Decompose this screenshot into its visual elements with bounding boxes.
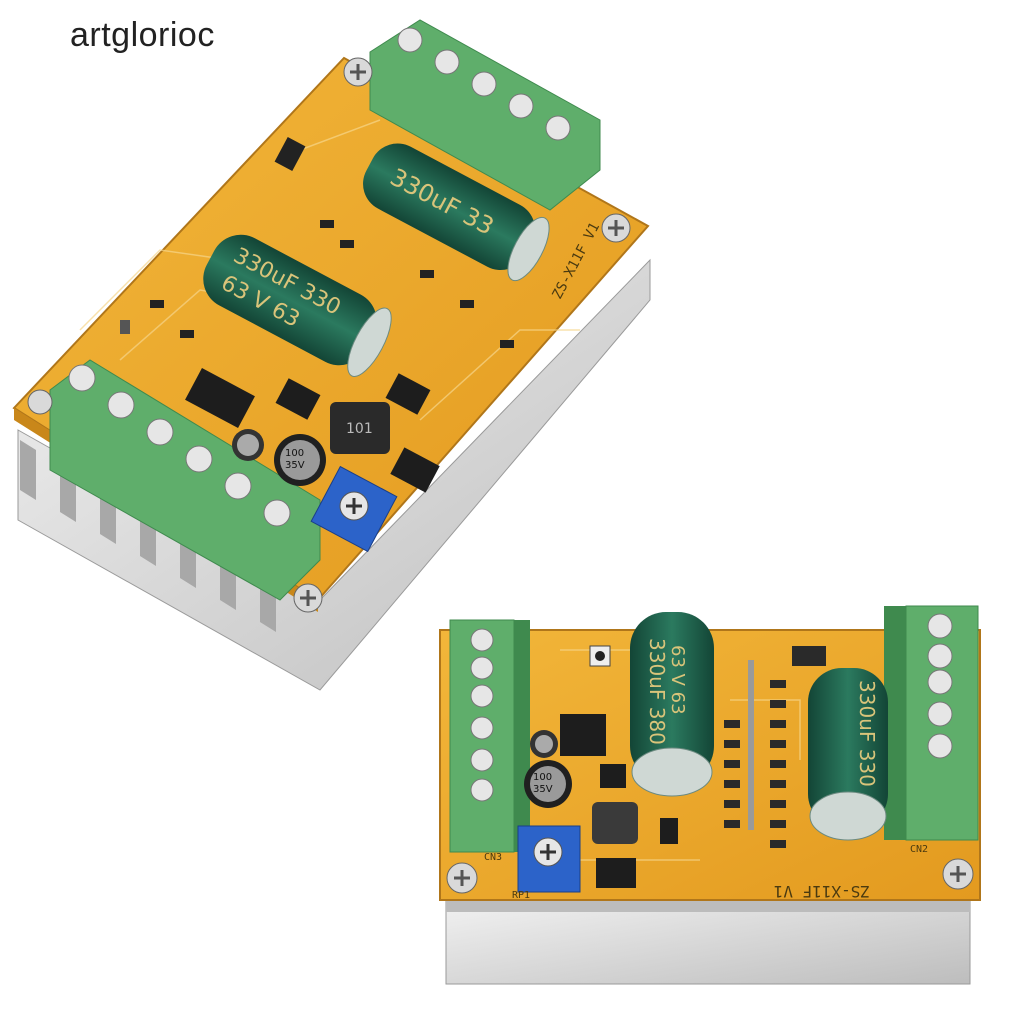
bottom-capacitor-2: 330uF 330 bbox=[808, 668, 888, 841]
svg-text:35V: 35V bbox=[285, 460, 305, 471]
bottom-small-capacitor: 100 35V bbox=[524, 760, 572, 808]
bottom-screws bbox=[446, 858, 974, 894]
bottom-silk-model: ZS-X11F V1 bbox=[774, 882, 870, 901]
top-screws bbox=[27, 57, 631, 613]
bottom-cap1-label-1: 330uF 380 bbox=[645, 638, 669, 745]
top-potentiometer bbox=[310, 465, 398, 553]
svg-text:35V: 35V bbox=[533, 784, 553, 795]
bottom-silk-cn2: CN2 bbox=[910, 844, 928, 855]
svg-text:100: 100 bbox=[533, 772, 552, 783]
bottom-silk-cn3: CN3 bbox=[484, 852, 502, 863]
bottom-component-column bbox=[724, 646, 826, 848]
bottom-cap1-label-2: 63 V 63 bbox=[667, 645, 688, 715]
top-small-capacitor: 100 35V bbox=[274, 434, 326, 486]
bottom-ic-chip bbox=[560, 714, 606, 756]
bottom-board-assembly: 330uF 380 63 V 63 330uF 330 bbox=[439, 605, 981, 985]
bottom-cap2-label: 330uF 330 bbox=[855, 680, 879, 787]
top-inductor: 101 bbox=[330, 402, 390, 454]
top-ic-chip bbox=[185, 368, 255, 428]
bottom-potentiometer bbox=[517, 825, 581, 893]
svg-text:100: 100 bbox=[285, 448, 304, 459]
bottom-capacitor-1: 330uF 380 63 V 63 bbox=[630, 612, 714, 797]
bottom-terminal-block-left bbox=[449, 619, 530, 853]
bottom-silk-rp1: RP1 bbox=[512, 890, 530, 901]
top-board-assembly: 330uF 330 63 V 63 330uF 33 bbox=[12, 19, 651, 691]
bottom-heatsink bbox=[445, 899, 971, 985]
svg-text:101: 101 bbox=[346, 421, 373, 437]
bottom-inductor bbox=[592, 802, 638, 844]
bottom-terminal-block-right bbox=[884, 605, 979, 841]
top-terminal-block-lower bbox=[49, 359, 321, 601]
watermark-text: artglorioc bbox=[70, 16, 215, 54]
top-terminal-block-upper bbox=[369, 19, 601, 211]
